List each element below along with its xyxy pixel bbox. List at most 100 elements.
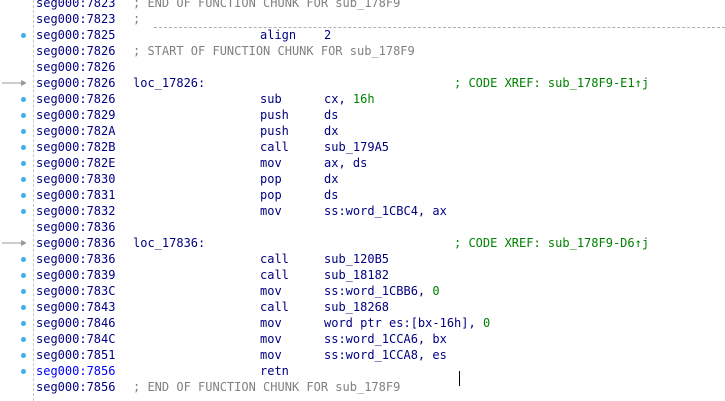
- breakpoint-dot-icon[interactable]: [21, 257, 26, 262]
- line-address: seg000:7825: [36, 28, 116, 42]
- listing-line[interactable]: seg000:7836 loc_17836: ; CODE XREF: sub_17…: [36, 235, 725, 251]
- gutter-separator: [33, 0, 34, 401]
- instruction-mnemonic[interactable]: mov: [260, 156, 282, 170]
- line-address: seg000:7826: [36, 44, 116, 58]
- listing-line[interactable]: seg000:782A push dx: [36, 123, 725, 139]
- breakpoint-dot-icon[interactable]: [21, 353, 26, 358]
- listing-line[interactable]: seg000:7826; START OF FUNCTION CHUNK FOR…: [36, 43, 725, 59]
- breakpoint-dot-icon[interactable]: [21, 305, 26, 310]
- listing-line[interactable]: seg000:7823; END OF FUNCTION CHUNK FOR s…: [36, 0, 725, 11]
- listing-line[interactable]: seg000:7856; END OF FUNCTION CHUNK FOR s…: [36, 379, 725, 395]
- instruction-mnemonic[interactable]: mov: [260, 332, 282, 346]
- instruction-operands[interactable]: sub_179A5: [324, 140, 390, 154]
- listing-line[interactable]: seg000:7831 pop ds: [36, 187, 725, 203]
- breakpoint-dot-icon[interactable]: [21, 273, 26, 278]
- instruction-operands[interactable]: sub_120B5: [324, 252, 390, 266]
- listing-line[interactable]: seg000:7829 push ds: [36, 107, 725, 123]
- instruction-mnemonic[interactable]: mov: [260, 316, 282, 330]
- instruction-mnemonic[interactable]: mov: [260, 204, 282, 218]
- line-address: seg000:7831: [36, 188, 116, 202]
- instruction-mnemonic[interactable]: pop: [260, 172, 282, 186]
- immediate-value: 16h: [352, 92, 375, 106]
- listing-line[interactable]: seg000:784C mov ss:word_1CCA6, bx: [36, 331, 725, 347]
- breakpoint-dot-icon[interactable]: [21, 33, 26, 38]
- instruction-operands[interactable]: sub_18182: [324, 268, 390, 282]
- code-xref-comment[interactable]: ; CODE XREF: sub_178F9-D6↑j: [454, 236, 650, 250]
- instruction-operands[interactable]: ss:word_1CCA8, es: [324, 348, 447, 362]
- listing-line[interactable]: seg000:7825 align 2: [36, 27, 725, 43]
- listing-line[interactable]: seg000:7836: [36, 219, 725, 235]
- instruction-mnemonic[interactable]: mov: [260, 348, 282, 362]
- instruction-mnemonic[interactable]: call: [260, 300, 289, 314]
- breakpoint-dot-icon[interactable]: [21, 129, 26, 134]
- listing-line[interactable]: seg000:7839 call sub_18182: [36, 267, 725, 283]
- instruction-operands[interactable]: word ptr es:[bx-16h], 0: [324, 316, 491, 330]
- code-xref-comment[interactable]: ; CODE XREF: sub_178F9-E1↑j: [454, 76, 650, 90]
- line-address: seg000:7836: [36, 220, 116, 234]
- breakpoint-dot-icon[interactable]: [21, 161, 26, 166]
- chunk-comment: ;: [133, 12, 141, 26]
- breakpoint-dot-icon[interactable]: [21, 209, 26, 214]
- line-address: seg000:783C: [36, 284, 116, 298]
- instruction-mnemonic[interactable]: pop: [260, 188, 282, 202]
- instruction-mnemonic[interactable]: sub: [260, 92, 282, 106]
- code-label[interactable]: loc_17826:: [133, 76, 206, 90]
- breakpoint-dot-icon[interactable]: [21, 289, 26, 294]
- breakpoint-dot-icon[interactable]: [21, 337, 26, 342]
- listing-line[interactable]: seg000:7823;: [36, 11, 725, 27]
- chunk-comment: ; END OF FUNCTION CHUNK FOR sub_178F9: [133, 380, 401, 394]
- line-address: seg000:7856: [36, 364, 116, 378]
- instruction-operands[interactable]: 2: [324, 28, 332, 42]
- instruction-operands[interactable]: ds: [324, 108, 339, 122]
- immediate-value: 0: [432, 284, 440, 298]
- line-address: seg000:7836: [36, 236, 116, 250]
- listing-gutter[interactable]: [0, 0, 36, 401]
- instruction-operands[interactable]: cx, 16h: [324, 92, 375, 106]
- line-address: seg000:7826: [36, 76, 116, 90]
- line-address: seg000:7839: [36, 268, 116, 282]
- breakpoint-dot-icon[interactable]: [21, 177, 26, 182]
- line-address: seg000:784C: [36, 332, 116, 346]
- chunk-comment: ; END OF FUNCTION CHUNK FOR sub_178F9: [133, 0, 401, 10]
- instruction-mnemonic[interactable]: push: [260, 124, 289, 138]
- instruction-mnemonic[interactable]: call: [260, 268, 289, 282]
- line-address: seg000:7829: [36, 108, 116, 122]
- instruction-mnemonic[interactable]: push: [260, 108, 289, 122]
- listing-line[interactable]: seg000:7856 retn: [36, 363, 725, 379]
- listing-line[interactable]: seg000:7826 loc_17826: ; CODE XREF: sub_17…: [36, 75, 725, 91]
- instruction-mnemonic[interactable]: call: [260, 252, 289, 266]
- listing-line[interactable]: seg000:783C mov ss:word_1CBB6, 0: [36, 283, 725, 299]
- instruction-mnemonic[interactable]: retn: [260, 364, 289, 378]
- instruction-mnemonic[interactable]: call: [260, 140, 289, 154]
- breakpoint-dot-icon[interactable]: [21, 321, 26, 326]
- instruction-mnemonic[interactable]: mov: [260, 284, 282, 298]
- line-address: seg000:782A: [36, 124, 116, 138]
- instruction-operands[interactable]: ss:word_1CBC4, ax: [324, 204, 447, 218]
- instruction-operands[interactable]: dx: [324, 124, 339, 138]
- breakpoint-dot-icon[interactable]: [21, 369, 26, 374]
- breakpoint-dot-icon[interactable]: [21, 145, 26, 150]
- disassembly-listing[interactable]: seg000:7823; END OF FUNCTION CHUNK FOR s…: [36, 0, 725, 395]
- instruction-operands[interactable]: ss:word_1CCA6, bx: [324, 332, 447, 346]
- listing-line[interactable]: seg000:7826: [36, 59, 725, 75]
- instruction-operands[interactable]: sub_18268: [324, 300, 390, 314]
- jump-arrow-icon: [2, 240, 26, 246]
- instruction-operands[interactable]: ss:word_1CBB6, 0: [324, 284, 440, 298]
- instruction-mnemonic[interactable]: align: [260, 28, 297, 42]
- instruction-operands[interactable]: ax, ds: [324, 156, 368, 170]
- instruction-operands[interactable]: dx: [324, 172, 339, 186]
- breakpoint-dot-icon[interactable]: [21, 113, 26, 118]
- breakpoint-dot-icon[interactable]: [21, 97, 26, 102]
- instruction-operands[interactable]: ds: [324, 188, 339, 202]
- breakpoint-dot-icon[interactable]: [21, 193, 26, 198]
- code-label[interactable]: loc_17836:: [133, 236, 206, 250]
